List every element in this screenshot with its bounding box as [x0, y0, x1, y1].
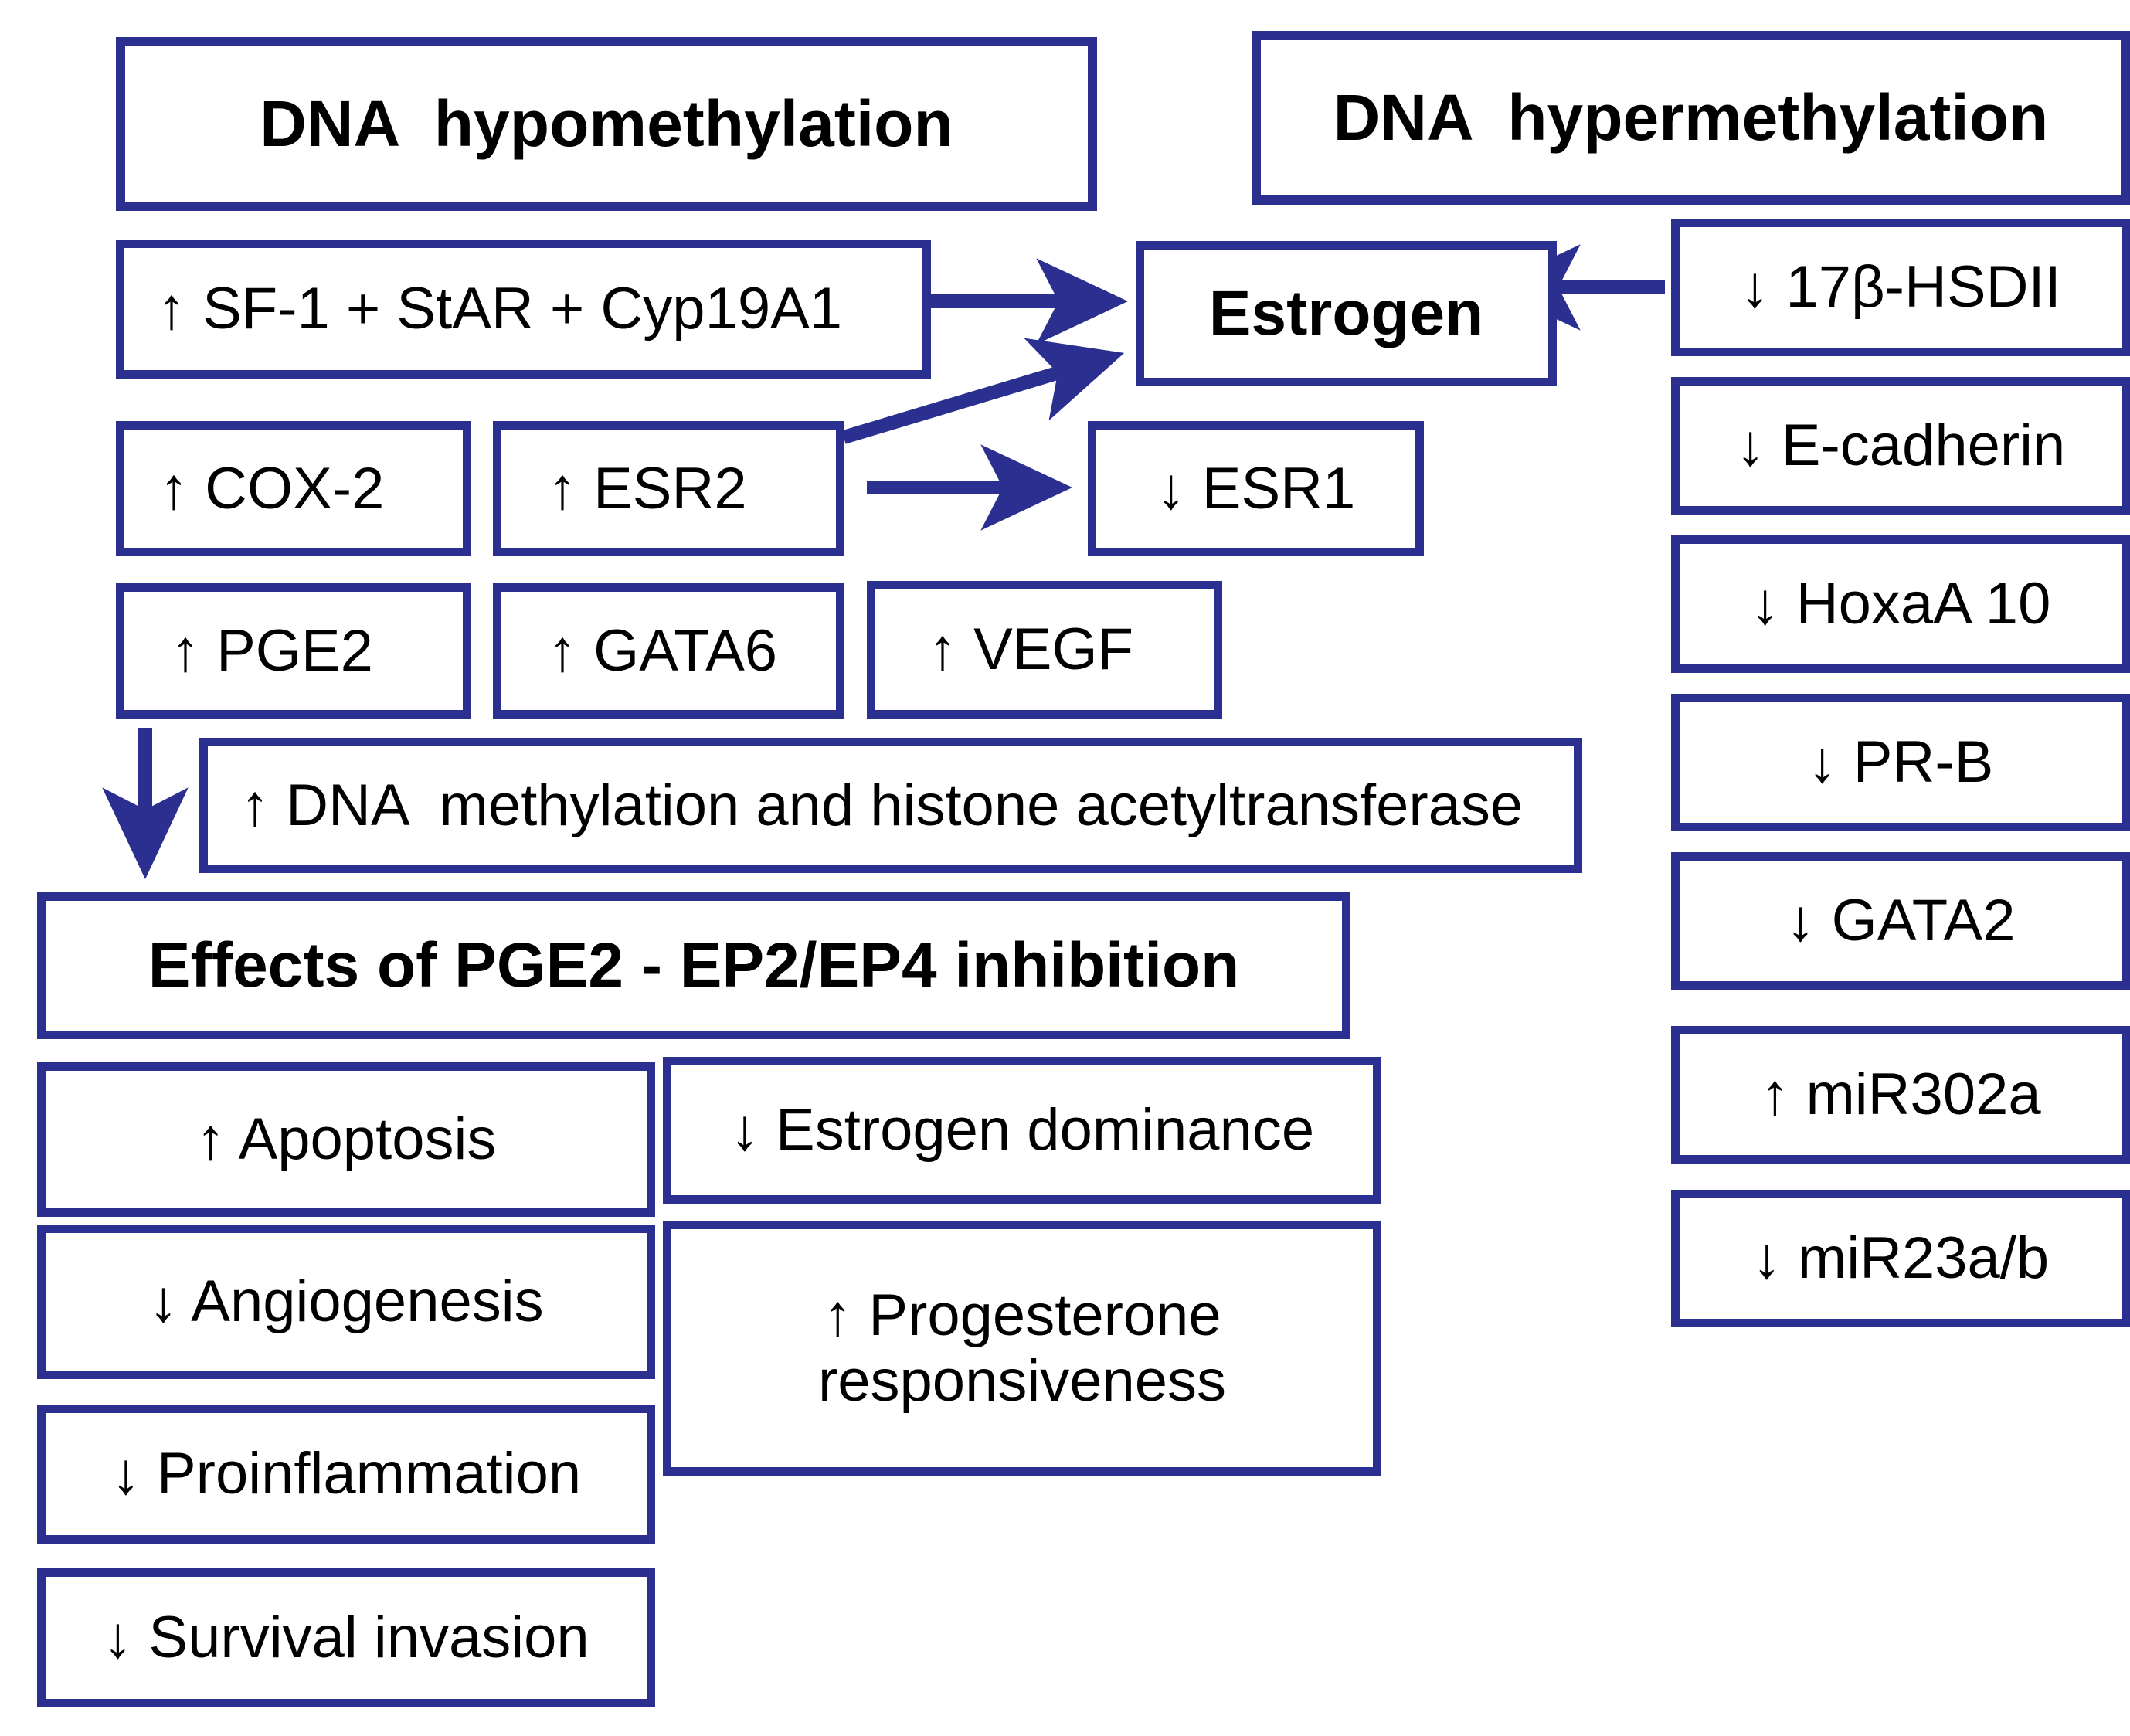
header-hypomethylation: DNA hypomethylation [116, 37, 1097, 211]
node-e-cadherin: ↓ E-cadherin [1671, 377, 2130, 515]
effect-apoptosis: ↑ Apoptosis [37, 1062, 655, 1217]
effect-apoptosis-label: ↑ Apoptosis [195, 1106, 497, 1173]
node-dna-methylation: ↑ DNA methylation and histone acetyltran… [199, 738, 1582, 873]
node-hoxa10-label: ↓ HoxaA 10 [1750, 571, 2051, 637]
header-hypomethylation-label: DNA hypomethylation [260, 87, 953, 161]
node-vegf: ↑ VEGF [867, 581, 1222, 719]
node-esr2: ↑ ESR2 [493, 421, 844, 556]
effect-estrogen-dominance-label: ↓ Estrogen dominance [729, 1097, 1315, 1164]
effect-estrogen-dominance: ↓ Estrogen dominance [663, 1057, 1381, 1204]
node-pr-b: ↓ PR-B [1671, 694, 2130, 831]
node-gata2-label: ↓ GATA2 [1785, 888, 2016, 954]
node-pge2: ↑ PGE2 [116, 583, 471, 719]
effects-header: Effects of PGE2 - EP2/EP4 inhibition [37, 892, 1350, 1039]
effect-progesterone-responsiveness-label: ↑ Progesterone responsiveness [817, 1282, 1227, 1414]
effect-proinflammation: ↓ Proinflammation [37, 1405, 655, 1544]
node-sf1: ↑ SF-1 + StAR + Cyp19A1 [116, 240, 931, 379]
node-gata6-label: ↑ GATA6 [548, 617, 778, 684]
node-vegf-label: ↑ VEGF [928, 617, 1134, 683]
node-cox2-label: ↑ COX-2 [159, 455, 385, 521]
node-mir302a-label: ↑ miR302a [1760, 1062, 2041, 1128]
node-dna-methylation-label: ↑ DNA methylation and histone acetyltran… [240, 772, 1524, 838]
node-estrogen-label: Estrogen [1208, 278, 1484, 349]
node-cox2: ↑ COX-2 [116, 421, 471, 556]
node-gata6: ↑ GATA6 [493, 583, 844, 719]
effect-survival-invasion-label: ↓ Survival invasion [103, 1605, 589, 1671]
header-hypermethylation: DNA hypermethylation [1252, 31, 2130, 205]
effect-survival-invasion: ↓ Survival invasion [37, 1568, 655, 1707]
node-gata2: ↓ GATA2 [1671, 852, 2130, 990]
node-mir23ab-label: ↓ miR23a/b [1751, 1225, 2050, 1292]
node-esr1: ↓ ESR1 [1088, 421, 1424, 556]
node-e-cadherin-label: ↓ E-cadherin [1735, 413, 2066, 479]
node-pr-b-label: ↓ PR-B [1807, 729, 1994, 796]
node-17b-hsdii: ↓ 17β-HSDII [1671, 219, 2130, 356]
effect-angiogenesis-label: ↓ Angiogenesis [148, 1269, 544, 1335]
node-estrogen: Estrogen [1136, 241, 1557, 386]
node-mir302a: ↑ miR302a [1671, 1026, 2130, 1164]
effects-header-label: Effects of PGE2 - EP2/EP4 inhibition [148, 930, 1240, 1001]
node-hoxa10: ↓ HoxaA 10 [1671, 535, 2130, 673]
effect-progesterone-responsiveness: ↑ Progesterone responsiveness [663, 1221, 1381, 1476]
header-hypermethylation-label: DNA hypermethylation [1333, 81, 2049, 155]
node-sf1-label: ↑ SF-1 + StAR + Cyp19A1 [157, 276, 843, 342]
node-esr1-label: ↓ ESR1 [1156, 455, 1356, 521]
effect-angiogenesis: ↓ Angiogenesis [37, 1225, 655, 1379]
node-pge2-label: ↑ PGE2 [171, 617, 373, 684]
node-mir23ab: ↓ miR23a/b [1671, 1190, 2130, 1327]
node-17b-hsdii-label: ↓ 17β-HSDII [1740, 254, 2061, 321]
node-esr2-label: ↑ ESR2 [548, 455, 747, 521]
effect-proinflammation-label: ↓ Proinflammation [110, 1441, 582, 1507]
